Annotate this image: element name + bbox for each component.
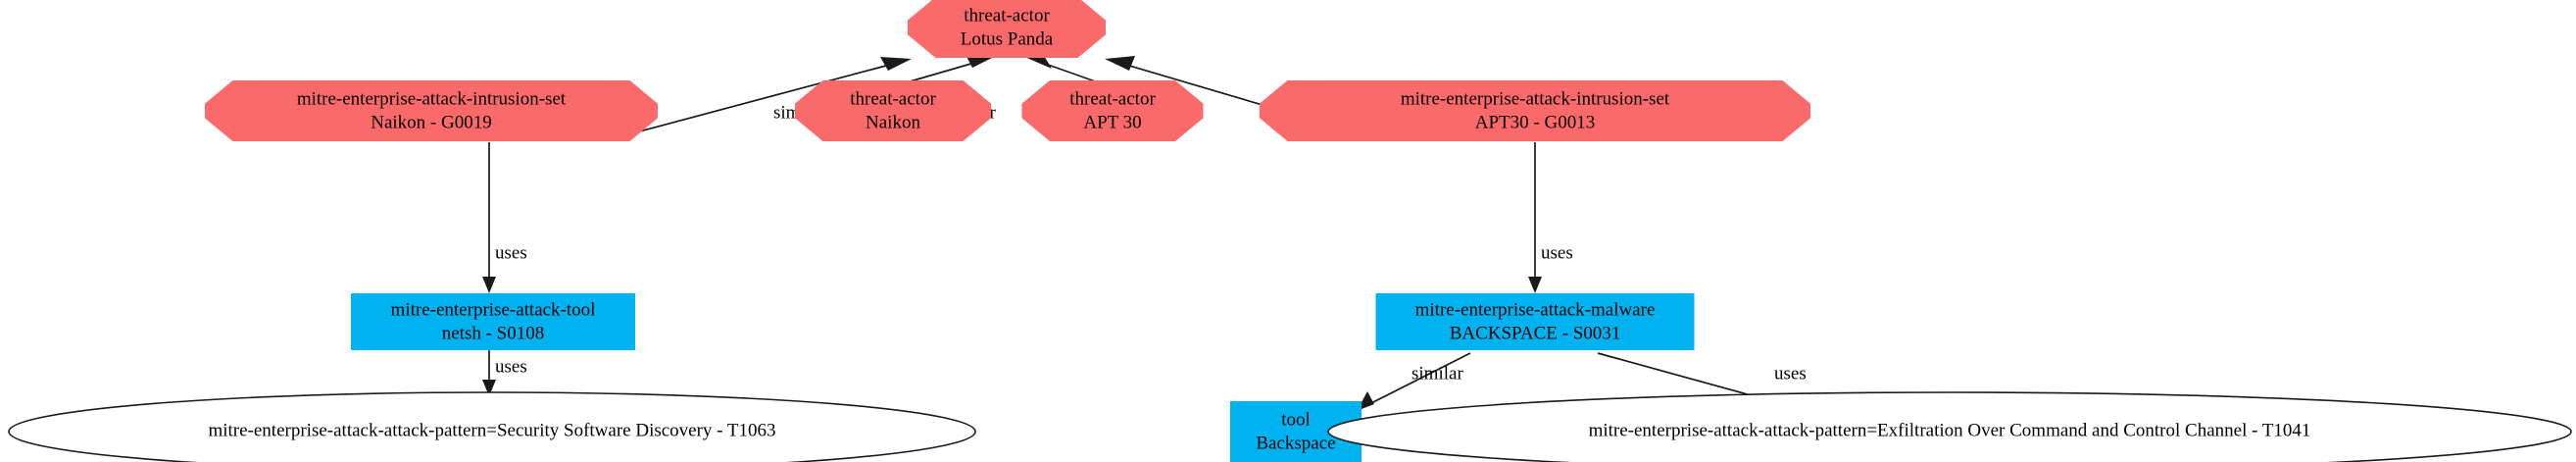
- node-octagon-shape[interactable]: [908, 0, 1106, 58]
- node-label-line1: tool: [1281, 409, 1311, 430]
- node-label-line2: netsh - S0108: [442, 323, 545, 343]
- node-label-line2: Backspace: [1256, 433, 1335, 453]
- node-octagon-shape[interactable]: [1260, 80, 1810, 141]
- arrowhead-icon: [482, 380, 496, 396]
- edge-label: uses: [1774, 363, 1807, 384]
- edge-label: uses: [1541, 242, 1573, 263]
- graph-node-exfiltration-over-c2-t1041[interactable]: mitre-enterprise-attack-attack-pattern=E…: [1327, 391, 2572, 462]
- node-box-shape[interactable]: [351, 293, 635, 350]
- node-box-shape[interactable]: [1375, 293, 1695, 350]
- graph-node-apt30-g0013[interactable]: mitre-enterprise-attack-intrusion-setAPT…: [1260, 80, 1810, 141]
- node-label-line1: mitre-enterprise-attack-intrusion-set: [297, 88, 567, 109]
- node-label-line1: mitre-enterprise-attack-attack-pattern=E…: [1589, 420, 2311, 440]
- edge-line: [906, 60, 982, 83]
- node-ellipse-shape[interactable]: [8, 391, 976, 462]
- arrowhead-icon: [1528, 277, 1542, 293]
- node-octagon-shape[interactable]: [205, 80, 658, 141]
- node-octagon-shape[interactable]: [795, 80, 991, 141]
- arrowhead-icon: [880, 57, 912, 71]
- edge-line: [617, 62, 898, 138]
- arrowhead-icon: [1105, 56, 1135, 71]
- node-label-line2: APT30 - G0013: [1475, 112, 1595, 132]
- graph-node-backspace-s0031[interactable]: mitre-enterprise-attack-malwareBACKSPACE…: [1375, 293, 1695, 350]
- node-label-line2: Lotus Panda: [961, 28, 1054, 49]
- graph-node-naikon-g0019[interactable]: mitre-enterprise-attack-intrusion-setNai…: [205, 80, 658, 141]
- node-label-line2: BACKSPACE - S0031: [1450, 323, 1621, 343]
- node-label-line1: threat-actor: [964, 5, 1050, 26]
- graph-edge: uses: [482, 350, 527, 396]
- graph-edge: uses: [1528, 142, 1573, 293]
- edge-label: uses: [495, 242, 527, 263]
- arrowhead-icon: [482, 277, 496, 293]
- node-octagon-shape[interactable]: [1021, 80, 1204, 141]
- graph-node-netsh-s0108[interactable]: mitre-enterprise-attack-tool netsh - S010…: [351, 293, 635, 350]
- edge-label: similar: [1412, 363, 1463, 384]
- node-label-line2: APT 30: [1083, 112, 1141, 132]
- node-label-line1: threat-actor: [1069, 88, 1156, 109]
- graph-edge: similar: [1357, 352, 1471, 411]
- edge-label: uses: [495, 356, 527, 377]
- graph-node-security-software-discovery-t1063[interactable]: mitre-enterprise-attack-attack-pattern=S…: [8, 391, 976, 462]
- node-label-line2: Naikon - G0019: [371, 112, 491, 132]
- node-label-line1: mitre-enterprise-attack-intrusion-set: [1401, 88, 1670, 109]
- node-label-line1: mitre-enterprise-attack-tool: [391, 299, 596, 320]
- node-label-line1: mitre-enterprise-attack-malware: [1415, 299, 1656, 320]
- node-label-line1: threat-actor: [850, 88, 936, 109]
- node-ellipse-shape[interactable]: [1327, 391, 2572, 462]
- graph-edge: uses: [482, 142, 527, 293]
- edge-line: [1368, 352, 1471, 405]
- node-label-line2: Naikon: [866, 112, 920, 132]
- node-label-line1: mitre-enterprise-attack-attack-pattern=S…: [208, 420, 775, 440]
